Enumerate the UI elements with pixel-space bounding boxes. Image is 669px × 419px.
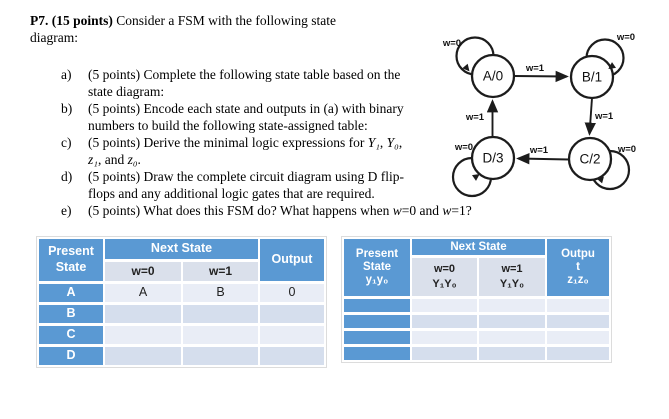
row-w1-cell (183, 347, 258, 365)
assigned-table-w0-header: w=0 Y₁Y₀ (412, 258, 477, 296)
row-w0-cell (105, 305, 181, 323)
fsm-state-diagram: A/0 B/1 C/2 D/3 w=1 w=1 w=1 w=1 w=0 w=0 … (442, 32, 636, 198)
row-state-cell: C (39, 326, 103, 344)
header-line: Outpu (561, 248, 595, 260)
header-line: State (362, 261, 392, 273)
header-line: t (576, 261, 580, 273)
header-line: w=1 (501, 263, 523, 275)
row-w0-cell (412, 315, 477, 328)
header-line: Y₁Y₀ (499, 278, 525, 290)
row-w1-cell (479, 331, 545, 344)
edge-label-C-D: w=1 (529, 145, 549, 156)
loop-label-D: w=0 (454, 142, 473, 153)
state-label-C: C/2 (579, 152, 600, 167)
state-table: Present State Next State Output w=0 w=1 … (36, 236, 327, 368)
header-line: Present (48, 244, 94, 259)
list-item-a: a) (5 points) Complete the following sta… (61, 66, 472, 100)
state-table-present-header: Present State (39, 239, 103, 281)
assigned-table-next-state-header: Next State (412, 239, 545, 255)
edge-label-D-A: w=1 (465, 112, 485, 123)
row-w0-cell (412, 331, 477, 344)
list-item-label: b) (61, 101, 73, 116)
header-line: w=0 (433, 263, 456, 275)
row-w0-cell (412, 299, 477, 312)
row-state-cell (344, 331, 410, 344)
state-assigned-table: Present State y₁y₀ Next State Outpu t z₁… (341, 236, 612, 363)
state-label-A: A/0 (483, 69, 503, 84)
state-table-output-header: Output (260, 239, 324, 281)
row-output-cell (260, 347, 324, 365)
row-output-cell (547, 331, 609, 344)
page-title: P7. (15 points) Consider a FSM with the … (30, 13, 337, 45)
problem-text-column: P7. (15 points) Consider a FSM with the … (30, 12, 472, 219)
state-table-w0-header: w=0 (105, 262, 181, 281)
row-output-cell (547, 299, 609, 312)
self-loop-arrowhead-D (471, 173, 480, 181)
loop-label-C: w=0 (617, 144, 636, 155)
row-output-cell (260, 326, 324, 344)
row-w1-cell (183, 326, 258, 344)
row-output-cell (547, 315, 609, 328)
loop-label-B: w=0 (616, 32, 635, 43)
row-state-cell: B (39, 305, 103, 323)
header-line: y₁y₀ (365, 274, 389, 286)
row-output-cell (547, 347, 609, 360)
header-line: State (55, 260, 87, 274)
list-item-text: (5 points) What does this FSM do? What h… (88, 203, 472, 218)
assigned-table-present-header: Present State y₁y₀ (344, 239, 410, 296)
row-w1-cell: B (183, 284, 258, 302)
row-output-cell (260, 305, 324, 323)
header-line: Present (355, 248, 399, 260)
state-table-next-state-header: Next State (105, 239, 258, 259)
edge-C-to-D (516, 153, 570, 165)
list-item-e: e) (5 points) What does this FSM do? Wha… (61, 202, 472, 219)
assigned-table-w1-header: w=1 Y₁Y₀ (479, 258, 545, 296)
row-w1-cell (479, 315, 545, 328)
list-item-text: (5 points) Complete the following state … (88, 67, 401, 99)
self-loop-arrowhead-C (596, 176, 604, 184)
list-item-c: c) (5 points) Derive the minimal logic e… (61, 134, 472, 168)
edge-B-to-C (584, 97, 596, 136)
problem-list: a) (5 points) Complete the following sta… (61, 66, 472, 219)
state-table-w1-header: w=1 (183, 262, 258, 281)
row-state-cell: D (39, 347, 103, 365)
list-item-label: a) (61, 67, 72, 82)
list-item-b: b) (5 points) Encode each state and outp… (61, 100, 472, 134)
row-output-cell: 0 (260, 284, 324, 302)
list-item-text: (5 points) Derive the minimal logic expr… (88, 135, 403, 167)
row-w0-cell (105, 347, 181, 365)
loop-label-A: w=0 (442, 38, 461, 49)
edge-label-A-B: w=1 (525, 63, 545, 74)
row-w1-cell (479, 299, 545, 312)
row-w1-cell (183, 305, 258, 323)
list-item-d: d) (5 points) Draw the complete circuit … (61, 168, 472, 202)
row-state-cell (344, 299, 410, 312)
row-state-cell (344, 347, 410, 360)
row-state-cell: A (39, 284, 103, 302)
assigned-table-output-header: Outpu t z₁z₀ (547, 239, 609, 296)
row-w0-cell (412, 347, 477, 360)
row-state-cell (344, 315, 410, 328)
row-w0-cell (105, 326, 181, 344)
self-loop-arrowhead-A (462, 63, 470, 72)
list-item-text: (5 points) Encode each state and outputs… (88, 101, 404, 133)
list-item-label: c) (61, 135, 72, 150)
list-item-label: d) (61, 169, 73, 184)
row-w1-cell (479, 347, 545, 360)
list-item-label: e) (61, 203, 72, 218)
header-line: z₁z₀ (567, 274, 589, 286)
list-item-text: (5 points) Draw the complete circuit dia… (88, 169, 405, 201)
state-label-D: D/3 (482, 151, 503, 166)
row-w0-cell: A (105, 284, 181, 302)
self-loop-arrowhead-B (608, 62, 617, 70)
edge-A-to-B (513, 70, 569, 83)
edge-label-B-C: w=1 (594, 111, 614, 122)
header-line: Y₁Y₀ (432, 278, 457, 290)
state-label-B: B/1 (582, 70, 602, 85)
